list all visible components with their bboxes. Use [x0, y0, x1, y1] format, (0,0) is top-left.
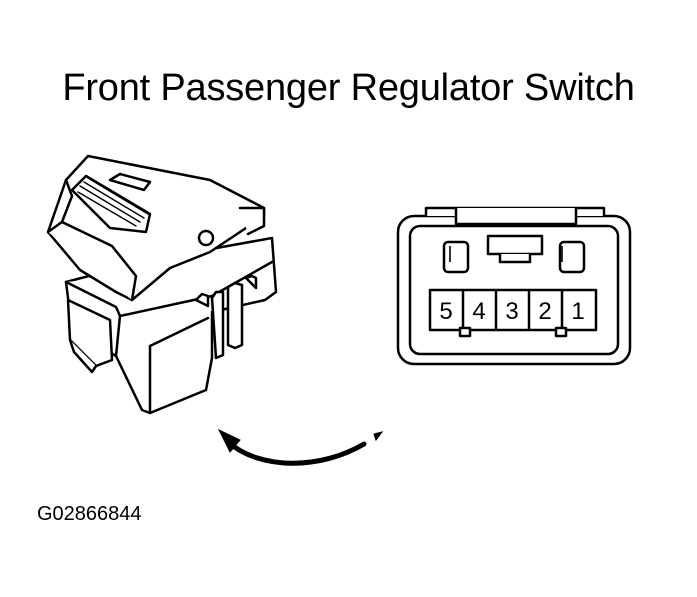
- pin-label: 2: [538, 298, 551, 325]
- pin-label: 4: [472, 298, 485, 325]
- connector-drawing: [396, 206, 632, 366]
- diagram-title: Front Passenger Regulator Switch: [62, 67, 635, 109]
- rotation-arrow: [217, 428, 384, 466]
- pin-label: 3: [505, 298, 518, 325]
- pin-label: 5: [439, 298, 452, 325]
- figure-id: G02866844: [37, 503, 142, 525]
- pin-label: 1: [571, 298, 584, 325]
- connector-pin-labels: 5 4 3 2 1: [439, 298, 584, 325]
- regulator-switch-drawing: [46, 154, 278, 415]
